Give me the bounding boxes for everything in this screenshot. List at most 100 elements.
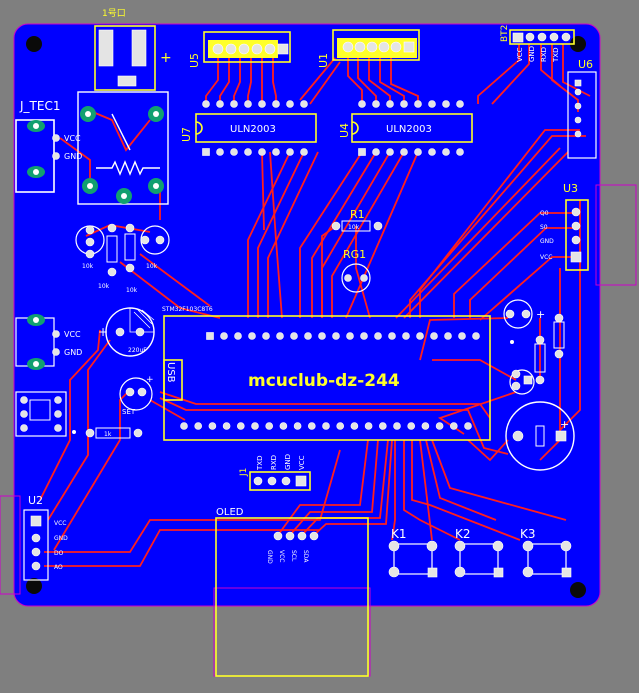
large-cap-plus: + bbox=[560, 418, 569, 431]
k3-label: K3 bbox=[520, 527, 536, 541]
dc-jack: 1号口 + bbox=[94, 8, 172, 91]
u4-pin bbox=[372, 100, 380, 108]
ble-pin-2: GND bbox=[528, 46, 536, 62]
oled-pin-1: GND bbox=[266, 550, 273, 564]
mcu-bottom-pin bbox=[180, 422, 188, 430]
mcu-top-pin bbox=[290, 332, 298, 340]
mcu-bottom-pin bbox=[336, 422, 345, 430]
u1-connector: U1 bbox=[317, 29, 420, 68]
mcu-bottom-pin bbox=[464, 422, 472, 430]
u2-label: U2 bbox=[28, 494, 43, 507]
board-outline bbox=[13, 23, 601, 607]
u4-pin bbox=[358, 100, 366, 108]
u3-pin-1: Q0 bbox=[540, 210, 549, 217]
u4-pin bbox=[400, 100, 408, 108]
mcu-bottom-pin bbox=[364, 422, 373, 430]
mcu-top-pin bbox=[206, 332, 214, 340]
oled-pin-4: SDA bbox=[302, 550, 309, 563]
cap-220-value: 220uF bbox=[128, 347, 147, 354]
u4-pin bbox=[442, 148, 450, 156]
u1-label: U1 bbox=[317, 53, 330, 68]
key-k2: K2 bbox=[454, 527, 504, 578]
mcu-bottom-pin bbox=[322, 422, 330, 430]
u7-pin bbox=[230, 148, 238, 156]
dc-jack-plus: + bbox=[160, 50, 172, 66]
mcu-top-pin bbox=[304, 332, 312, 340]
mcu-bottom-pin bbox=[251, 422, 259, 430]
u4-label: U4 bbox=[338, 123, 351, 138]
u7-pin bbox=[258, 100, 266, 108]
u3-label: U3 bbox=[563, 182, 578, 195]
resistor-1k: 1k bbox=[85, 427, 143, 439]
r1-value: 10k bbox=[348, 224, 360, 231]
oled-pin-3: SCL bbox=[290, 550, 297, 562]
mcu-top-pin bbox=[234, 332, 242, 340]
u4-pin bbox=[372, 148, 380, 156]
u4-uln2003: ULN2003 U4 bbox=[338, 100, 473, 156]
ble-pin-1: VCC bbox=[516, 47, 524, 62]
u7-pin bbox=[202, 148, 210, 156]
u7-pin bbox=[258, 148, 266, 156]
u2-pin-2: GND bbox=[54, 535, 68, 542]
u7-pin bbox=[230, 100, 238, 108]
u6-header: U6 bbox=[567, 58, 597, 159]
right-cap-plus: + bbox=[536, 308, 545, 321]
mcu-top-pin bbox=[360, 332, 368, 340]
power-connector: VCC GND bbox=[15, 314, 82, 370]
mcu-top-pin bbox=[416, 332, 424, 340]
mcu-module: USB STM32F103C8T6 mcuclub-dz-244 bbox=[162, 306, 491, 441]
u2-keepout bbox=[0, 495, 21, 595]
j1-header: J1 TXD RXD GND VCC bbox=[239, 454, 311, 491]
mcu-top-pin bbox=[430, 332, 438, 340]
u7-pin bbox=[216, 100, 224, 108]
mcu-bottom-pin bbox=[293, 422, 302, 430]
right-small-cap: + bbox=[503, 299, 545, 329]
u5-label: U5 bbox=[188, 53, 201, 68]
u7-pin bbox=[202, 100, 210, 108]
ble-pin-3: RXD bbox=[540, 47, 548, 62]
u7-pin bbox=[272, 148, 280, 156]
j-tec1: J_TEC1 VCC GND bbox=[15, 99, 82, 193]
right-resistors bbox=[510, 313, 565, 385]
mcu-top-pin bbox=[332, 332, 340, 340]
mcu-top-pin bbox=[402, 332, 410, 340]
u4-pin bbox=[414, 148, 422, 156]
mcu-bottom-pin bbox=[307, 422, 316, 430]
indicator-leds: 10k 10k 10k 10k bbox=[75, 223, 170, 294]
mcu-bottom-pin bbox=[222, 422, 231, 430]
j1-pin-1: TXD bbox=[256, 456, 264, 471]
mcu-bottom-pin bbox=[350, 422, 359, 430]
mcu-top-pin bbox=[472, 332, 480, 340]
u2-pin-1: VCC bbox=[54, 520, 66, 527]
transistor-right bbox=[509, 369, 535, 395]
oled-pin-2: VCC bbox=[278, 550, 285, 562]
mcu-top-pin bbox=[318, 332, 326, 340]
buzzer-plus: + bbox=[146, 375, 154, 385]
j1-pin-2: RXD bbox=[270, 455, 278, 470]
mcu-header: STM32F103C8T6 bbox=[162, 306, 213, 313]
mcu-top-pin bbox=[346, 332, 354, 340]
mcu-top-pin bbox=[458, 332, 466, 340]
usb-label: USB bbox=[165, 362, 176, 383]
mcu-top-pin bbox=[388, 332, 396, 340]
u4-part: ULN2003 bbox=[386, 124, 432, 135]
j1-pin-3: GND bbox=[284, 454, 292, 470]
cap-plus: + bbox=[98, 325, 108, 339]
pot-right-value: 10k bbox=[126, 287, 138, 294]
dc-jack-label: 1号口 bbox=[102, 8, 126, 19]
rg1-label: RG1 bbox=[343, 248, 366, 261]
mcu-top-pin bbox=[262, 332, 270, 340]
pot-left-value: 10k bbox=[98, 283, 110, 290]
r1-label: R1 bbox=[350, 208, 365, 221]
capacitor-220uf: + 220uF bbox=[98, 307, 155, 357]
key-k3: K3 bbox=[520, 527, 572, 578]
power-gnd: GND bbox=[64, 348, 82, 357]
ble-pin-4: TXD bbox=[552, 48, 560, 63]
res-1k-value: 1k bbox=[104, 431, 112, 438]
mcu-top-pin bbox=[220, 332, 228, 340]
u7-pin bbox=[244, 100, 252, 108]
j-tec1-label: J_TEC1 bbox=[19, 99, 60, 113]
tec-gnd: GND bbox=[64, 152, 82, 161]
u2-module: U2 VCC GND DO AO bbox=[23, 494, 68, 581]
u4-pin bbox=[442, 100, 450, 108]
